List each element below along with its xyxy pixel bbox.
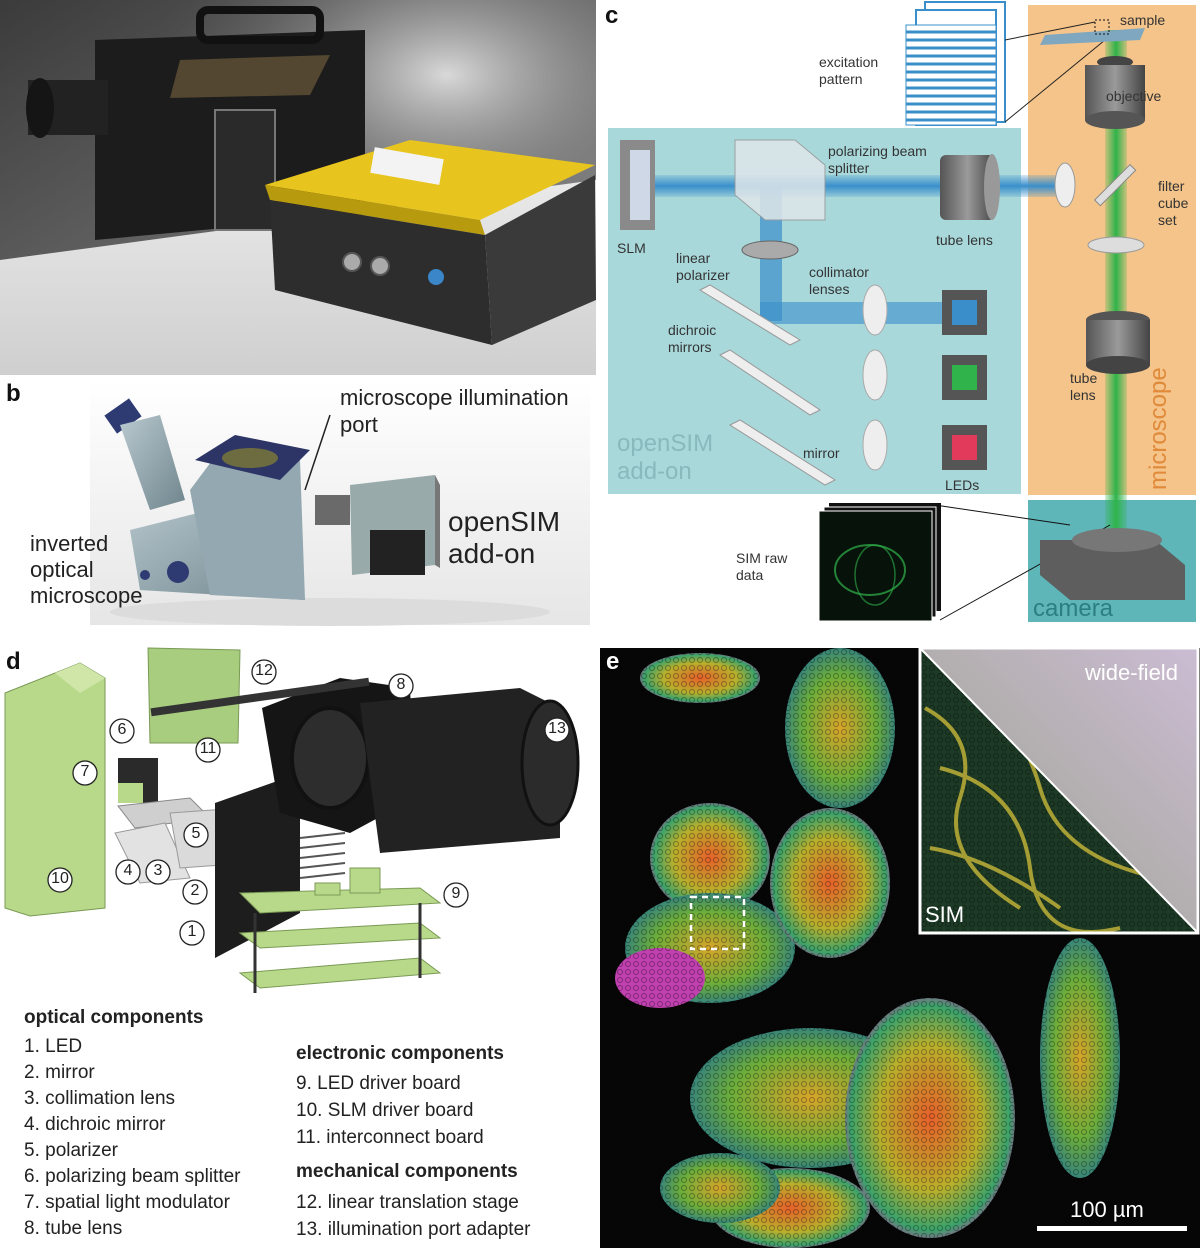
label-linear-polarizer: linear polarizer (676, 250, 746, 284)
label-opensim-addon-region: openSIM add-on (617, 430, 717, 486)
callout-4: 4 (120, 862, 136, 880)
leds-icon (942, 290, 987, 470)
optical-components-title: optical components (24, 1007, 203, 1029)
callout-6: 6 (114, 721, 130, 739)
label-collimator-lenses: collimator lenses (809, 264, 889, 298)
label-dichroic-mirrors: dichroic mirrors (668, 322, 738, 356)
label-wide-field: wide-field (1085, 660, 1178, 686)
label-polarizing-beam-splitter: polarizing beam splitter (828, 143, 938, 177)
callout-9: 9 (448, 885, 464, 903)
excitation-pattern-icon (906, 2, 1005, 125)
label-inverted-microscope: inverted optical microscope (30, 531, 160, 609)
optical-item: 8. tube lens (24, 1218, 122, 1240)
label-tube-lens-right: tube lens (1070, 370, 1110, 404)
callout-12: 12 (252, 662, 276, 680)
slm-icon (620, 140, 655, 230)
tube-lens-top-icon (940, 154, 1000, 220)
label-filter-cube-set: filter cube set (1158, 178, 1198, 229)
sim-raw-data-icon (819, 503, 941, 621)
label-sim: SIM (925, 902, 964, 928)
mechanical-components-title: mechanical components (296, 1161, 518, 1183)
optical-item: 5. polarizer (24, 1140, 118, 1162)
callout-2: 2 (187, 882, 203, 900)
callout-10: 10 (48, 870, 72, 888)
electronic-components-title: electronic components (296, 1043, 504, 1065)
sim-image-panel (600, 648, 1200, 1248)
mechanical-item: 13. illumination port adapter (296, 1219, 530, 1241)
label-excitation-pattern: excitation pattern (819, 54, 909, 88)
inset-image (920, 648, 1198, 933)
callout-3: 3 (150, 862, 166, 880)
label-slm: SLM (617, 240, 646, 257)
scale-bar-label: 100 µm (1070, 1197, 1144, 1223)
label-mirror: mirror (803, 445, 840, 462)
optical-item: 1. LED (24, 1036, 82, 1058)
electronic-item: 9. LED driver board (296, 1073, 461, 1095)
label-tube-lens-top: tube lens (936, 232, 993, 249)
linear-polarizer-icon (742, 241, 798, 259)
scale-bar (1037, 1226, 1187, 1231)
panel-a-photo (0, 0, 596, 375)
optical-item: 2. mirror (24, 1062, 95, 1084)
label-objective: objective (1106, 88, 1161, 105)
tube-lens-right-icon (1086, 311, 1150, 374)
callout-5: 5 (188, 825, 204, 843)
label-illumination-port: microscope illumination port (340, 384, 600, 438)
label-microscope-region: microscope (1150, 367, 1167, 490)
optical-item: 6. polarizing beam splitter (24, 1166, 241, 1188)
optical-item: 3. collimation lens (24, 1088, 175, 1110)
label-opensim-addon: openSIM add-on (448, 506, 588, 570)
panel-e-letter: e (606, 648, 619, 676)
optical-item: 7. spatial light modulator (24, 1192, 230, 1214)
callout-7: 7 (77, 763, 93, 781)
callout-11: 11 (196, 740, 220, 758)
electronic-item: 11. interconnect board (296, 1127, 484, 1149)
label-leds: LEDs (945, 477, 979, 494)
collimator-lenses-icon (863, 285, 887, 470)
callout-13: 13 (545, 720, 569, 738)
callout-1: 1 (184, 923, 200, 941)
label-sim-raw-data: SIM raw data (736, 550, 806, 584)
label-camera-region: camera (1033, 595, 1113, 623)
mechanical-item: 12. linear translation stage (296, 1192, 519, 1214)
panel-b-letter: b (6, 380, 21, 408)
label-sample: sample (1120, 12, 1165, 29)
optical-item: 4. dichroic mirror (24, 1114, 165, 1136)
callout-8: 8 (393, 676, 409, 694)
electronic-item: 10. SLM driver board (296, 1100, 473, 1122)
callout-labels: 1 2 3 4 5 6 7 8 9 10 11 12 13 (0, 648, 600, 1013)
